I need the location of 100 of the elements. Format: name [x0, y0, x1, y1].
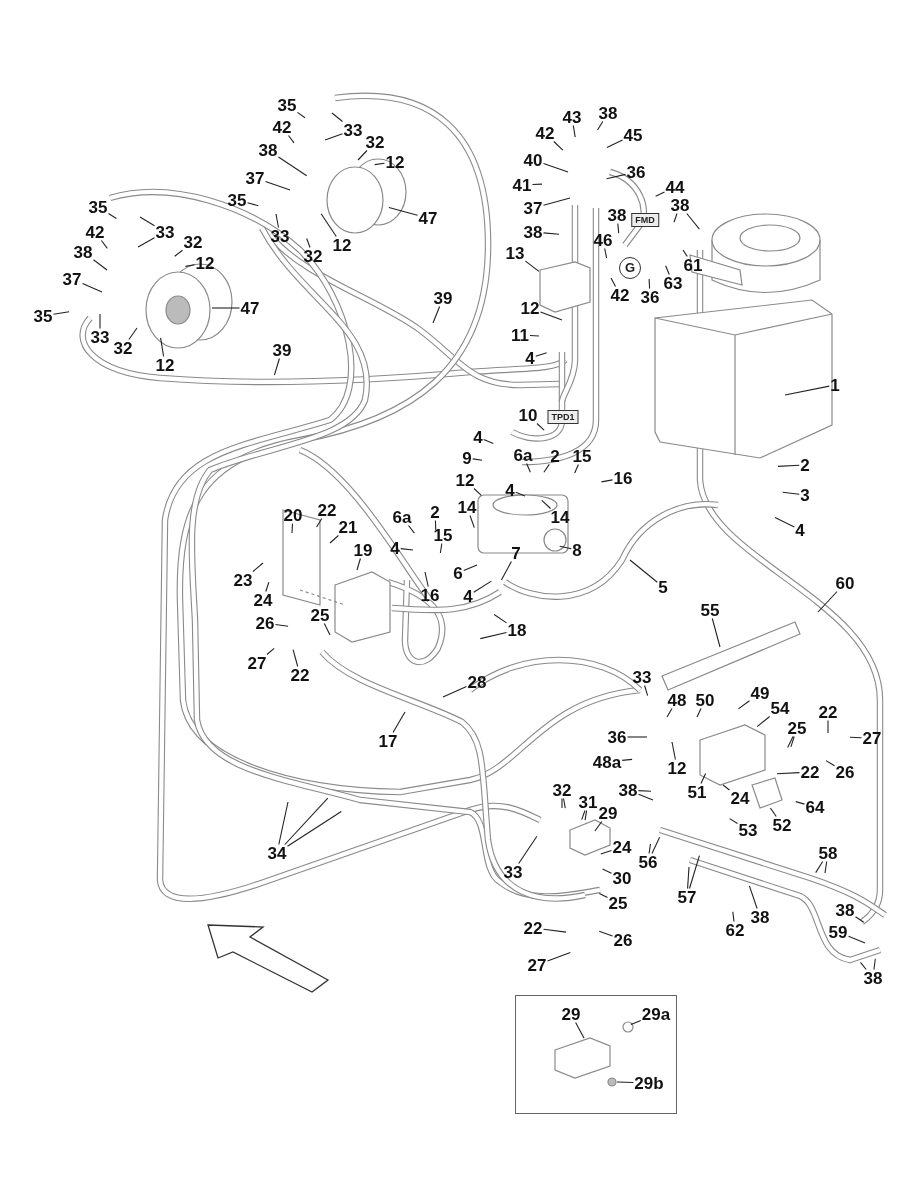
leader-line	[774, 516, 795, 528]
leader-line	[52, 311, 70, 315]
callout-number: 29	[560, 1005, 582, 1023]
leader-line	[687, 866, 690, 890]
callout-number: 37	[61, 270, 83, 288]
leader-line	[469, 514, 475, 529]
callout-number: 41	[511, 176, 533, 194]
callout-number: 47	[239, 299, 261, 317]
leader-line	[473, 580, 492, 593]
leader-line	[107, 212, 117, 220]
leader-line	[246, 202, 259, 207]
callout-number: 38	[72, 243, 94, 261]
callout-number: 45	[622, 126, 644, 144]
callout-number: 38	[862, 969, 884, 987]
callout-number: 12	[194, 254, 216, 272]
callout-number: 22	[817, 703, 839, 721]
callout-number: 37	[522, 199, 544, 217]
leader-line	[817, 590, 838, 613]
callout-number: 8	[571, 541, 583, 559]
circled-letter: G	[619, 257, 641, 279]
callout-number: 18	[506, 621, 528, 639]
callout-number: 33	[502, 863, 524, 881]
leader-line	[424, 571, 429, 588]
callout-number: 38	[522, 223, 544, 241]
leader-line	[174, 249, 184, 257]
leader-line	[99, 313, 101, 330]
callout-number: 4	[389, 539, 401, 557]
callout-number: 55	[699, 601, 721, 619]
callout-number: 25	[309, 606, 331, 624]
leader-line	[629, 559, 658, 583]
callout-number: 6	[452, 564, 464, 582]
callout-number: 35	[226, 191, 248, 209]
callout-number: 57	[676, 888, 698, 906]
leader-line	[790, 735, 795, 748]
leader-line	[561, 797, 563, 809]
leader-line	[729, 818, 739, 825]
leader-line	[407, 524, 415, 534]
callout-number: 49	[749, 684, 771, 702]
callout-number: 4	[462, 587, 474, 605]
leader-line	[535, 352, 548, 357]
callout-number: 38	[597, 104, 619, 122]
leader-line	[275, 213, 280, 229]
leader-line	[616, 1081, 634, 1084]
leader-line	[296, 111, 306, 119]
leader-line	[542, 232, 560, 235]
callout-number: 32	[112, 339, 134, 357]
leader-line	[825, 760, 836, 767]
leader-line	[673, 212, 678, 223]
leader-line	[776, 772, 801, 775]
leader-line	[100, 239, 108, 249]
callout-number: 40	[522, 151, 544, 169]
leader-line	[787, 735, 794, 748]
leader-line	[648, 843, 652, 855]
leader-line	[748, 885, 758, 910]
leader-line	[777, 464, 800, 467]
callout-number: 31	[577, 793, 599, 811]
callout-number: 47	[417, 209, 439, 227]
leader-line	[655, 191, 666, 197]
callout-number: 38	[834, 901, 856, 919]
callout-number: 26	[834, 763, 856, 781]
leader-line	[604, 247, 608, 259]
leader-line	[644, 684, 649, 697]
leader-line	[824, 860, 828, 874]
callout-number: 51	[686, 783, 708, 801]
leader-line	[479, 631, 508, 640]
callout-number: 11	[510, 326, 530, 344]
leader-line	[529, 334, 540, 337]
leader-line	[606, 139, 624, 149]
callout-number: 59	[827, 923, 849, 941]
callout-number: 20	[282, 506, 304, 524]
callout-number: 25	[607, 894, 629, 912]
callout-number: 48a	[591, 753, 623, 771]
leader-line	[542, 163, 569, 173]
callout-number: 2	[549, 447, 561, 465]
leader-line	[581, 809, 586, 821]
leader-line	[292, 649, 299, 668]
leader-line	[515, 491, 526, 497]
leader-line	[439, 542, 443, 554]
leader-line	[128, 327, 138, 341]
callout-number: 17	[377, 732, 399, 750]
leader-line	[600, 479, 614, 483]
callout-number: 35	[276, 96, 298, 114]
callout-number: 16	[419, 586, 441, 604]
leader-line	[137, 237, 156, 248]
callout-number: 7	[510, 544, 522, 562]
callout-number: 61	[682, 256, 704, 274]
callout-number: 34	[266, 844, 288, 862]
leader-line	[320, 213, 337, 238]
callout-number: 32	[364, 133, 386, 151]
leader-line	[316, 517, 323, 528]
callout-number: 53	[737, 821, 759, 839]
leader-line	[264, 181, 291, 191]
leader-line	[847, 935, 866, 944]
leader-line	[671, 741, 676, 761]
leader-line	[572, 124, 576, 138]
leader-line	[252, 562, 264, 573]
callout-number: 39	[432, 289, 454, 307]
leader-line	[434, 519, 437, 531]
callout-number: 21	[337, 518, 359, 536]
callout-number: 3	[799, 486, 811, 504]
